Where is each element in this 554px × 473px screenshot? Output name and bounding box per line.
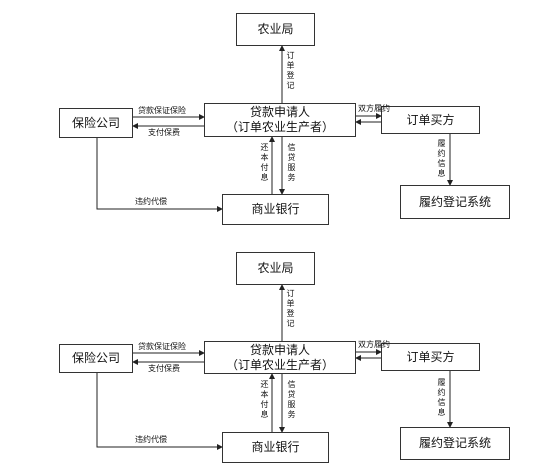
commercial-bank-node: 商业银行 <box>222 432 329 463</box>
loan-applicant-node: 贷款申请人 （订单农业生产者） <box>204 103 356 137</box>
performance-registry-node: 履约登记系统 <box>400 427 510 460</box>
order-buyer-label: 订单买方 <box>406 349 455 364</box>
performance-info-label: 履约信息 <box>437 378 446 417</box>
order-registration-label: 订单登记 <box>286 51 295 90</box>
both-parties-perform-label: 双方履约 <box>358 340 390 349</box>
flow-diagram-bottom: 农业局 贷款申请人 （订单农业生产者） 保险公司 订单买方 商业银行 履约登记系… <box>0 237 554 473</box>
both-parties-perform-label: 双方履约 <box>358 104 390 113</box>
agri-bureau-node: 农业局 <box>236 13 315 46</box>
order-registration-label: 订单登记 <box>286 289 295 328</box>
commercial-bank-label: 商业银行 <box>251 440 300 454</box>
agri-bureau-node: 农业局 <box>236 252 315 285</box>
pay-premium-label: 支付保费 <box>148 128 180 137</box>
commercial-bank-label: 商业银行 <box>251 202 300 216</box>
commercial-bank-node: 商业银行 <box>222 194 329 225</box>
loan-applicant-sublabel: （订单农业生产者） <box>225 357 334 372</box>
performance-registry-node: 履约登记系统 <box>400 185 510 219</box>
loan-guarantee-insurance-label: 贷款保证保险 <box>138 106 186 115</box>
default-compensation-label: 违约代偿 <box>135 435 167 444</box>
insurance-company-label: 保险公司 <box>71 351 120 365</box>
connector-lines <box>96 45 453 212</box>
repay-principal-interest-label: 还本付息 <box>260 143 269 182</box>
credit-service-label: 信贷服务 <box>287 143 296 182</box>
insurance-company-node: 保险公司 <box>59 108 133 138</box>
agri-bureau-label: 农业局 <box>257 22 294 36</box>
loan-applicant-label: 贷款申请人 <box>249 105 310 119</box>
credit-service-label: 信贷服务 <box>287 380 296 419</box>
repay-principal-interest-label: 还本付息 <box>260 380 269 419</box>
order-buyer-node: 订单买方 <box>381 106 480 134</box>
order-buyer-label: 订单买方 <box>406 112 455 127</box>
flow-diagram-top: 农业局 贷款申请人 （订单农业生产者） 保险公司 订单买方 商业银行 履约登记系… <box>0 0 554 236</box>
pay-premium-label: 支付保费 <box>148 364 180 373</box>
performance-registry-label: 履约登记系统 <box>418 194 491 209</box>
insurance-company-label: 保险公司 <box>71 115 120 130</box>
default-compensation-label: 违约代偿 <box>135 197 167 206</box>
loan-applicant-node: 贷款申请人 （订单农业生产者） <box>204 341 356 374</box>
order-buyer-node: 订单买方 <box>381 343 480 371</box>
loan-applicant-sublabel: （订单农业生产者） <box>225 120 334 134</box>
loan-applicant-label: 贷款申请人 <box>249 342 310 357</box>
performance-registry-label: 履约登记系统 <box>418 436 491 450</box>
connector-lines <box>96 284 453 450</box>
loan-guarantee-insurance-label: 贷款保证保险 <box>138 342 186 351</box>
agri-bureau-label: 农业局 <box>257 261 294 275</box>
insurance-company-node: 保险公司 <box>59 344 133 373</box>
performance-info-label: 履约信息 <box>437 139 446 178</box>
